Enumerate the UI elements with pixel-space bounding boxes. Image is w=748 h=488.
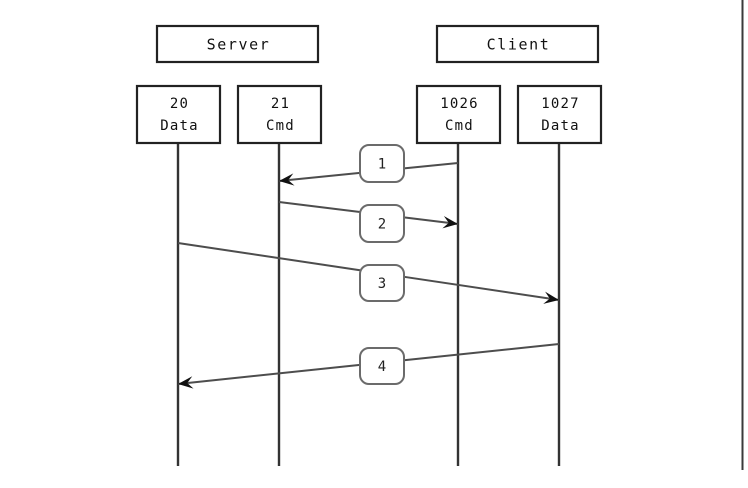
arrow-head-4 (178, 376, 194, 389)
message-line-2-a (278, 201, 361, 213)
message-seq-1: 1 (378, 157, 386, 173)
lifelines-group (176, 143, 561, 466)
port-kind-server-21: Cmd (266, 118, 295, 134)
message-label-box-4 (359, 347, 405, 385)
message-labels-group: 1 2 3 4 (359, 144, 405, 385)
message-label-box-3 (359, 264, 405, 302)
port-box-server-20 (135, 84, 222, 145)
message-label-box-2 (359, 204, 405, 243)
port-box-client-1027 (516, 84, 603, 145)
arrow-head-2 (442, 216, 458, 229)
message-label-3[interactable]: 3 (359, 264, 405, 302)
message-label-4[interactable]: 4 (359, 347, 405, 385)
message-line-4-a (177, 363, 361, 385)
port-box-server-21 (236, 84, 323, 145)
actor-server[interactable]: Server (155, 24, 320, 64)
message-label-box-1 (359, 144, 405, 183)
message-line-3-b (403, 275, 560, 301)
messages-group (177, 162, 560, 389)
message-label-1[interactable]: 1 (359, 144, 405, 183)
actor-client[interactable]: Client (435, 24, 600, 64)
message-3 (177, 242, 560, 304)
port-kind-client-1026: Cmd (445, 118, 474, 134)
message-4 (177, 343, 560, 389)
actor-label-server: Server (207, 36, 271, 54)
actor-box-client (435, 24, 600, 64)
message-seq-2: 2 (378, 217, 386, 233)
arrow-head-3 (543, 291, 559, 304)
message-seq-3: 3 (378, 276, 386, 292)
message-1 (278, 162, 459, 186)
message-line-3-a (177, 242, 361, 272)
arrow-head-1 (279, 173, 295, 186)
port-kind-server-20: Data (160, 118, 199, 134)
message-label-2[interactable]: 2 (359, 204, 405, 243)
port-number-client-1026: 1026 (440, 96, 479, 112)
port-number-client-1027: 1027 (541, 96, 580, 112)
message-line-4-b (403, 343, 560, 362)
message-2 (278, 201, 459, 229)
port-kind-client-1027: Data (541, 118, 580, 134)
actors-group: Server Client (155, 24, 600, 64)
message-line-1-b (403, 162, 459, 170)
message-seq-4: 4 (378, 359, 386, 375)
port-number-server-21: 21 (271, 96, 290, 112)
actor-label-client: Client (487, 36, 551, 54)
message-line-1-a (278, 171, 361, 182)
port-box-client-1026 (415, 84, 502, 145)
actor-box-server (155, 24, 320, 64)
port-number-server-20: 20 (170, 96, 189, 112)
